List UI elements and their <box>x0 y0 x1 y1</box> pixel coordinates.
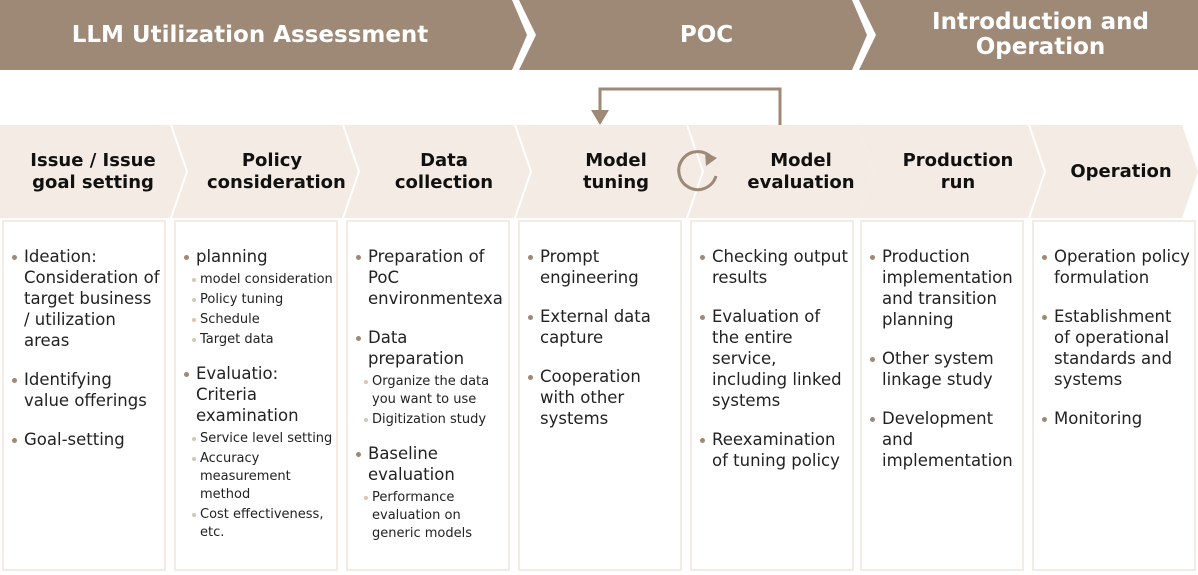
step-title: Operation <box>1070 160 1172 182</box>
sub-bullet-item: Service level setting <box>176 430 336 448</box>
sub-bullet-item: Accuracy measurement method <box>176 450 336 504</box>
bullet-item: Ideation: Consideration of target busine… <box>4 246 164 351</box>
bullet-item: Goal-setting <box>4 429 164 450</box>
sub-bullet-item: Organize the data you want to use <box>348 373 508 409</box>
bullet-item: External data capture <box>520 306 680 348</box>
bullet-item: Data preparation <box>348 327 508 369</box>
step-header: Policy consideration <box>172 125 358 218</box>
bullet-item: Operation policy formulation <box>1034 246 1194 288</box>
step-details: Ideation: Consideration of target busine… <box>2 220 166 571</box>
bullet-item: Identifying value offerings <box>4 369 164 411</box>
bullet-item: planning <box>176 246 336 267</box>
bullet-item: Prompt engineering <box>520 246 680 288</box>
step-details: Production implementation and transition… <box>860 220 1024 571</box>
phase-banner: POC <box>519 0 867 70</box>
phase-label: LLM Utilization Assessment <box>71 21 429 48</box>
step-title: Model tuning <box>582 149 650 193</box>
sub-bullet-item: Policy tuning <box>176 291 336 309</box>
bullet-item: Establishment of operational standards a… <box>1034 306 1194 390</box>
step-title: Model evaluation <box>747 149 855 193</box>
bullet-item: Cooperation with other systems <box>520 366 680 429</box>
sub-bullet-item: Digitization study <box>348 411 508 429</box>
phase-label: Introduction and Operation <box>932 9 1149 60</box>
bullet-item: Monitoring <box>1034 408 1194 429</box>
sub-bullet-item: model consideration <box>176 271 336 289</box>
step-header: Production run <box>858 125 1044 218</box>
bullet-item: Evaluation of the entire service, includ… <box>692 306 852 411</box>
sub-bullet-item: Performance evaluation on generic models <box>348 489 508 543</box>
sub-bullet-item: Cost effectiveness, etc. <box>176 506 336 542</box>
step-title: Data collection <box>394 149 494 193</box>
phase-label: POC <box>679 21 734 48</box>
phase-banner: Introduction and Operation <box>859 0 1198 70</box>
bullet-item: Development and implementation <box>862 408 1022 471</box>
bullet-item: Other system linkage study <box>862 348 1022 390</box>
step-title: Policy consideration <box>207 149 346 193</box>
sub-bullet-item: Target data <box>176 331 336 349</box>
bullet-item: Reexamination of tuning policy <box>692 429 852 471</box>
bullet-item: Evaluatio: Criteria examination <box>176 363 336 426</box>
sub-bullet-item: Schedule <box>176 311 336 329</box>
step-header: Issue / Issue goal setting <box>0 125 186 218</box>
bullet-item: Checking output results <box>692 246 852 288</box>
phase-banner: LLM Utilization Assessment <box>0 0 527 70</box>
bullet-item: Production implementation and transition… <box>862 246 1022 330</box>
bullet-item: Preparation of PoC environmentexa <box>348 246 508 309</box>
step-header: Data collection <box>344 125 530 218</box>
step-header: Model evaluation <box>688 125 874 218</box>
bullet-item: Baseline evaluation <box>348 443 508 485</box>
iteration-loop-arrow <box>591 87 782 125</box>
step-header: Model tuning <box>516 125 702 218</box>
step-title: Production run <box>902 149 1014 193</box>
step-title: Issue / Issue goal setting <box>30 149 156 193</box>
step-header: Operation <box>1030 125 1198 218</box>
